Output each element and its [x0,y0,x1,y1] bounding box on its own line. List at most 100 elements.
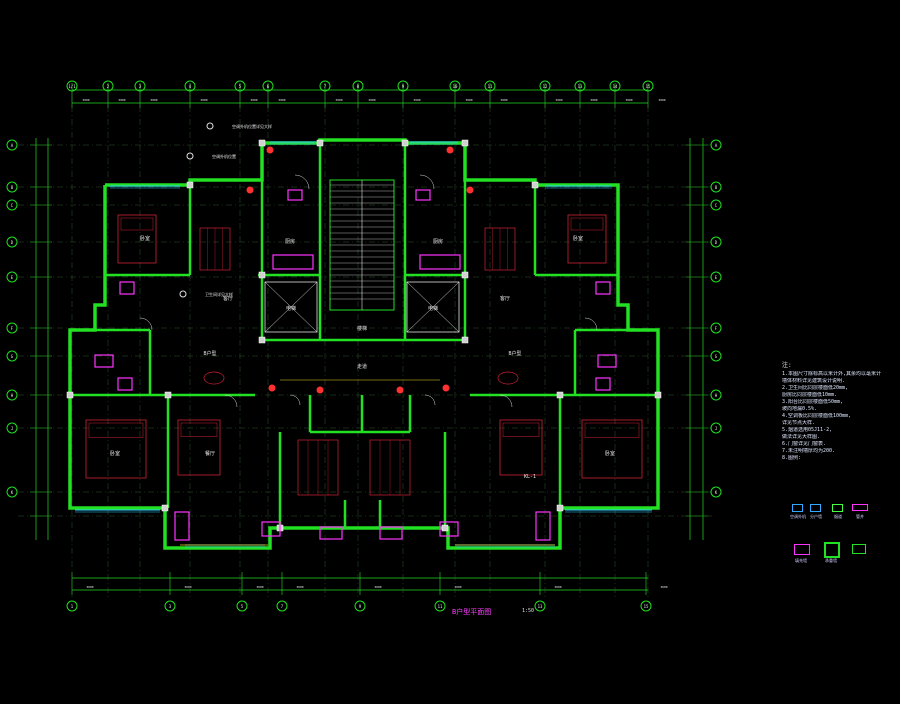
axis-label-right-8: J [715,426,717,431]
legend-swatch-extra [852,544,866,554]
axis-label-left-4: E [11,275,14,280]
axis-bubble-right-2 [710,199,722,211]
column-4 [186,181,194,189]
axis-label-top-9: 10 [453,84,458,89]
room-label-kitchen_r: 厨房 [433,238,443,245]
note-line: 2.卫生间比同层楼面低20mm, [782,385,849,391]
axis-label-top-11: 12 [543,84,548,89]
elevator-shaft-1 [406,281,460,333]
bed-3 [581,419,643,479]
axis-bubble-bottom-7 [640,600,652,612]
axis-label-left-0: A [11,143,14,148]
column-6 [258,271,266,279]
outer-wall [68,138,660,550]
general-notes: 注: 1.本图尺寸除标高以米计外,其余均以毫米计, 墙体材料详见建筑设计说明.2… [782,362,882,462]
dim-text-bot-6: 3600 [554,585,561,589]
note-line: 8.图例: [782,455,802,461]
axis-bubble-top-12 [574,80,586,92]
column-10 [164,391,172,399]
dim-text-bot-7: 3600 [660,585,667,589]
dim-text-bot-0: 3600 [86,585,93,589]
dim-text-bot-5: 3600 [454,585,461,589]
fixture-14 [319,526,343,540]
axis-bubble-right-9 [710,486,722,498]
fixtures [94,146,617,541]
axis-bubble-top-8 [397,80,409,92]
axis-label-right-6: G [715,354,718,359]
callout-marker-2 [179,290,187,298]
legend-label-1: 空调外机 [790,514,806,519]
axis-label-left-2: C [11,203,14,208]
axis-bubble-bottom-1 [164,600,176,612]
axis-label-top-0: 1/1 [68,84,76,89]
dim-text-top-0: 3900 [82,98,89,102]
axis-label-left-6: G [11,354,14,359]
elevator-shaft-0 [264,281,318,333]
callout-c2: 空调外机位置 [212,153,236,159]
room-label-bedroom_ne: 卧室 [573,235,583,242]
axis-bubble-left-5 [6,322,18,334]
axis-bubble-left-4 [6,271,18,283]
dim-text-top-9: 3900 [465,98,472,102]
axis-label-top-1: 2 [107,84,110,89]
axis-label-right-2: C [715,203,718,208]
fixture-3 [419,254,461,270]
note-line: 4.空调板比同层楼面低100mm, [782,413,852,419]
axis-bubble-left-8 [6,422,18,434]
dim-text-top-4: 3900 [250,98,257,102]
axis-bubble-right-1 [710,181,722,193]
axis-label-left-1: B [11,185,14,190]
axis-bubble-left-9 [6,486,18,498]
red-fixture-4 [268,384,276,392]
axis-label-right-0: A [715,143,718,148]
note-line: 5.烟道选用05J11-2, [782,427,833,433]
axis-label-top-12: 13 [578,84,583,89]
bed-pillow-0 [120,217,154,231]
axis-bubble-left-7 [6,389,18,401]
door-arc-5 [499,394,513,408]
fixture-6 [94,354,114,368]
column-17 [556,504,564,512]
axis-bubble-top-0 [66,80,78,92]
legend-swatch-shaft [852,504,868,511]
axis-bubble-right-7 [710,389,722,401]
dim-text-bot-1: 3600 [184,585,191,589]
fixture-11 [535,511,551,541]
dim-text-top-5: 3900 [278,98,285,102]
bed-pillow-2 [88,422,144,438]
axis-label-left-5: F [11,326,14,331]
axis-label-bottom-2: 5 [241,604,244,609]
dim-text-top-14: 3900 [658,98,665,102]
red-fixture-2 [246,186,254,194]
note-line: 墙体材料详见建筑设计说明. [782,378,846,384]
table-0 [203,371,225,385]
axis-label-top-2: 3 [139,84,142,89]
column-1 [316,139,324,147]
column-8 [258,336,266,344]
fixture-4 [119,281,135,295]
red-fixture-5 [442,384,450,392]
room-label-unit_w: B户型 [203,350,216,357]
axis-bubble-right-3 [710,236,722,248]
note-line: 7.未注明墙厚均为200. [782,448,836,454]
fixture-12 [261,521,281,537]
fixture-15 [379,526,403,540]
column-3 [461,139,469,147]
plan-scale: 1:50 [522,608,535,614]
axis-bubble-left-2 [6,199,18,211]
fixture-7 [597,354,617,368]
dim-text-top-7: 3900 [368,98,375,102]
axis-bubble-bottom-4 [354,600,366,612]
dim-text-top-3: 3900 [200,98,207,102]
red-fixture-0 [266,146,274,154]
dim-text-top-8: 3900 [413,98,420,102]
axis-label-bottom-4: 9 [359,604,362,609]
axis-bubble-right-4 [710,271,722,283]
room-label-corridor: 走道 [357,363,367,370]
note-line: 1.本图尺寸除标高以米计外,其余均以毫米计, [782,371,882,377]
bed-2 [85,419,147,479]
notes-title: 注: [782,362,792,369]
axis-bubble-right-0 [710,139,722,151]
